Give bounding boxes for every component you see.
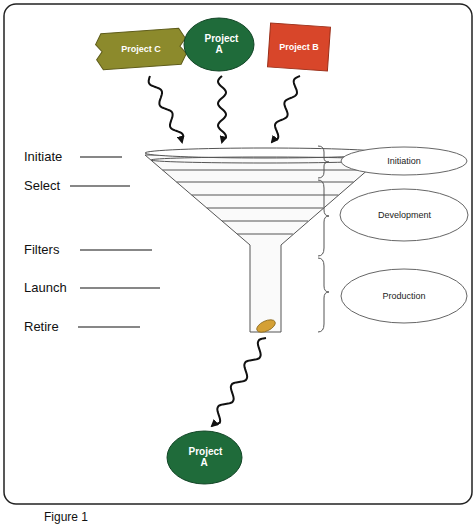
frame (4, 4, 472, 504)
node-label: Project A (205, 33, 234, 56)
leader-lines (70, 157, 160, 327)
stage-label: Launch (24, 280, 67, 295)
project-box: Project B (268, 24, 330, 70)
retire-plug (255, 317, 277, 335)
node-label: Project B (279, 42, 319, 52)
braces (318, 146, 329, 332)
node-label: Development (378, 210, 430, 220)
project-tag: Project C (95, 30, 187, 68)
phase-ellipse: Initiation (340, 146, 468, 176)
node-label: Project A (189, 446, 220, 469)
phase-ellipse: Development (339, 188, 469, 242)
wavy-arrows (149, 76, 300, 426)
stage-label: Retire (24, 319, 59, 334)
figure-caption: Figure 1 (44, 510, 88, 524)
phase-ellipse: Production (340, 268, 468, 324)
stage-label: Select (24, 178, 60, 193)
node-label: Production (382, 291, 425, 301)
project-ellipse: Project A (183, 17, 255, 72)
stage-label: Initiate (24, 149, 62, 164)
project-ellipse: Project A (166, 430, 243, 485)
stage-label: Filters (24, 242, 59, 257)
node-label: Initiation (387, 156, 421, 166)
node-label: Project C (121, 44, 161, 54)
